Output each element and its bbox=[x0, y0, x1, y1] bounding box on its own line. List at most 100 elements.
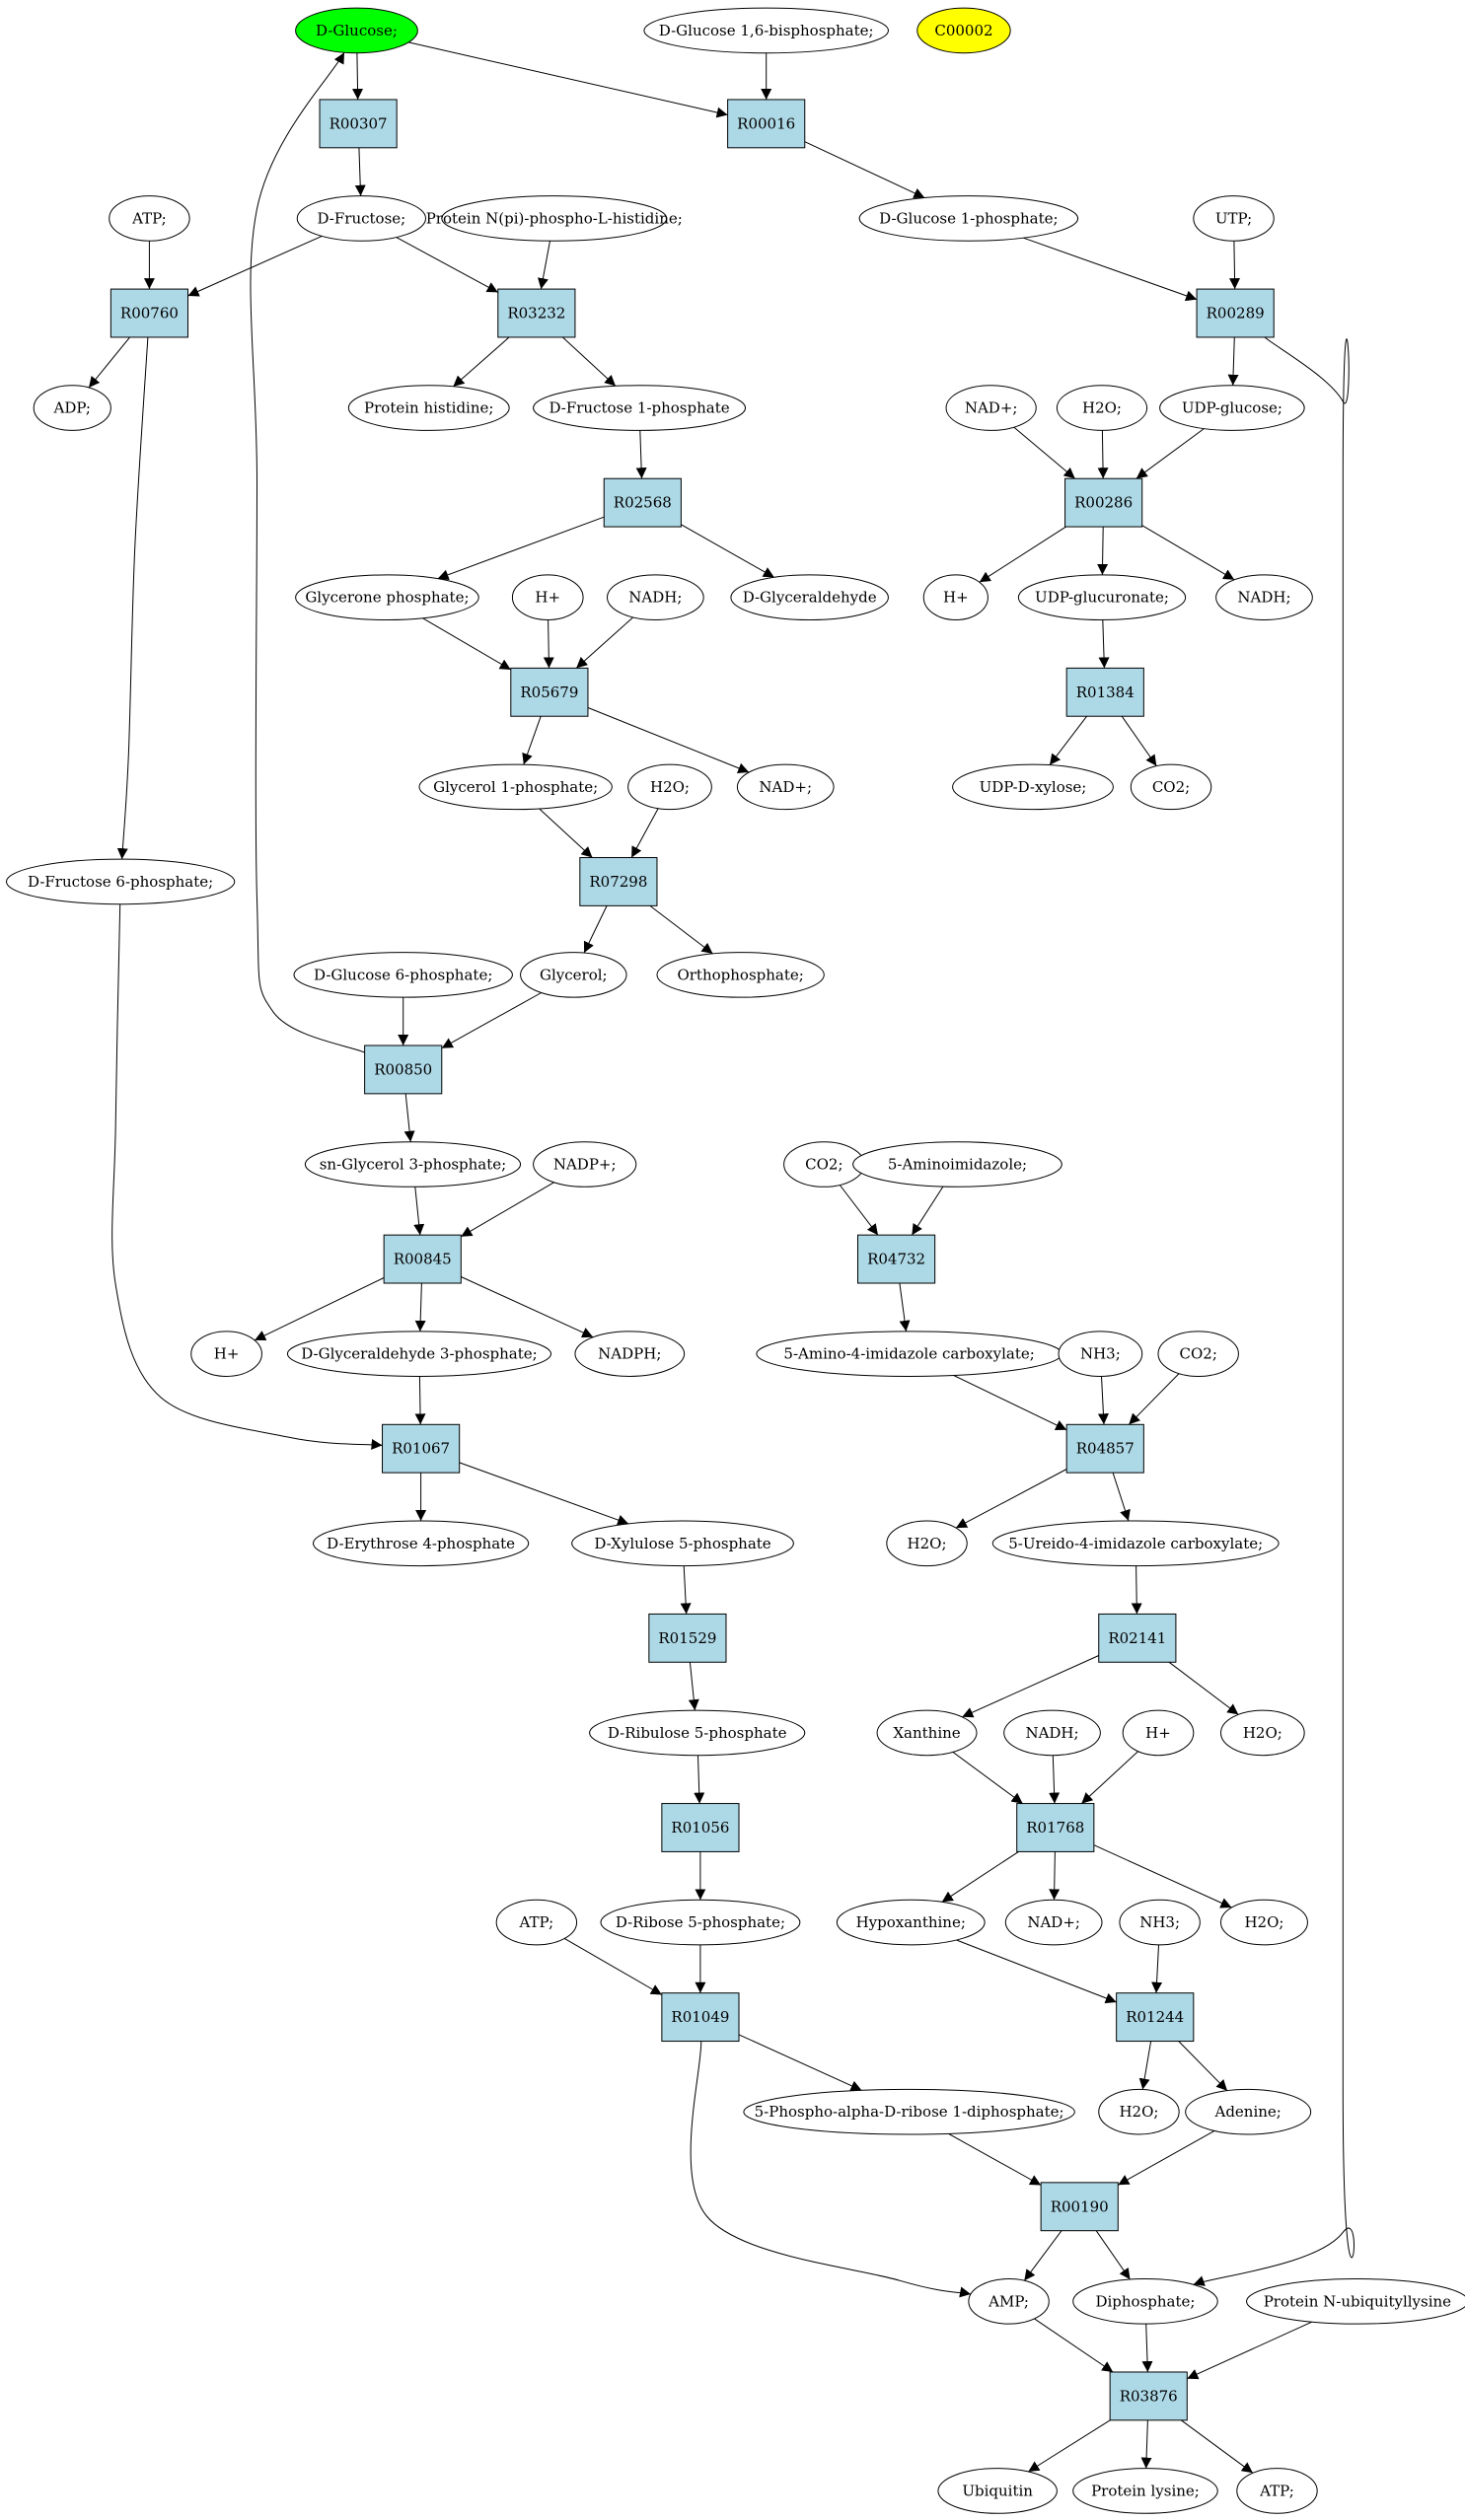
compound-node-co2a[interactable]: CO2; bbox=[1130, 763, 1212, 811]
compound-node-utp[interactable]: UTP; bbox=[1193, 195, 1275, 242]
reaction-node-R01244[interactable]: R01244 bbox=[1116, 1992, 1195, 2043]
reaction-node-R03232[interactable]: R03232 bbox=[497, 288, 576, 338]
compound-node-ga3p[interactable]: D-Glyceraldehyde 3-phosphate; bbox=[286, 1331, 552, 1377]
compound-node-glyceroneP[interactable]: Glycerone phosphate; bbox=[295, 574, 479, 621]
compound-node-ubiquitin[interactable]: Ubiquitin bbox=[937, 2468, 1058, 2514]
reaction-label: R04857 bbox=[1076, 1440, 1135, 1458]
compound-node-co2c[interactable]: CO2; bbox=[1157, 1331, 1239, 1377]
reaction-node-R00307[interactable]: R00307 bbox=[319, 99, 398, 149]
compound-node-glycerol[interactable]: Glycerol; bbox=[520, 952, 627, 998]
compound-node-hplus1[interactable]: H+ bbox=[511, 574, 584, 621]
compound-node-aminoimid[interactable]: 5-Aminoimidazole; bbox=[852, 1141, 1062, 1188]
compound-node-nadph[interactable]: NADPH; bbox=[574, 1331, 686, 1377]
compound-node-aicarbox[interactable]: 5-Amino-4-imidazole carboxylate; bbox=[756, 1331, 1062, 1377]
reaction-node-R00286[interactable]: R00286 bbox=[1064, 477, 1143, 528]
reaction-node-R02141[interactable]: R02141 bbox=[1098, 1613, 1177, 1663]
reaction-node-R00016[interactable]: R00016 bbox=[727, 99, 806, 149]
compound-node-xu5p[interactable]: D-Xylulose 5-phosphate bbox=[571, 1520, 794, 1567]
compound-node-nadp[interactable]: NADP+; bbox=[533, 1141, 637, 1188]
reaction-box bbox=[661, 1992, 740, 2043]
compound-node-glycerol1p[interactable]: Glycerol 1-phosphate; bbox=[418, 763, 613, 811]
compound-node-h2o2[interactable]: H2O; bbox=[627, 763, 712, 811]
compound-node-h2o3[interactable]: H2O; bbox=[886, 1520, 968, 1567]
compound-node-hplus2[interactable]: H+ bbox=[922, 574, 989, 621]
compound-node-ru5p[interactable]: D-Ribulose 5-phosphate bbox=[589, 1709, 806, 1757]
reaction-node-R01056[interactable]: R01056 bbox=[661, 1803, 740, 1852]
compound-node-udpxyl[interactable]: UDP-D-xylose; bbox=[952, 763, 1114, 811]
compound-node-h2o6[interactable]: H2O; bbox=[1098, 2088, 1180, 2135]
compound-node-orthoP[interactable]: Orthophosphate; bbox=[656, 952, 825, 998]
compound-node-snGly3p[interactable]: sn-Glycerol 3-phosphate; bbox=[304, 1141, 522, 1188]
compound-node-udpglcA[interactable]: UDP-glucuronate; bbox=[1017, 574, 1187, 621]
compound-node-xanthine[interactable]: Xanthine bbox=[876, 1709, 978, 1757]
compound-node-nadh3[interactable]: NADH; bbox=[1003, 1709, 1101, 1757]
compound-node-protLys[interactable]: Protein lysine; bbox=[1072, 2468, 1218, 2514]
reaction-node-R01384[interactable]: R01384 bbox=[1065, 667, 1144, 717]
compound-node-h2o1[interactable]: H2O; bbox=[1056, 385, 1148, 431]
compound-node-adenine[interactable]: Adenine; bbox=[1185, 2088, 1312, 2135]
compound-node-nh3b[interactable]: NH3; bbox=[1119, 1899, 1201, 1946]
compound-node-protNubq[interactable]: Protein N-ubiquityllysine bbox=[1246, 2278, 1465, 2325]
compound-node-nh3a[interactable]: NH3; bbox=[1058, 1331, 1143, 1377]
compound-node-nadh1[interactable]: NADH; bbox=[606, 574, 704, 621]
reaction-node-R04857[interactable]: R04857 bbox=[1065, 1423, 1144, 1474]
compound-label: ATP; bbox=[131, 209, 167, 227]
compound-node-e4p[interactable]: D-Erythrose 4-phosphate bbox=[313, 1520, 530, 1567]
compound-node-co2b[interactable]: CO2; bbox=[783, 1141, 865, 1188]
compound-node-glucose[interactable]: D-Glucose; bbox=[295, 7, 418, 54]
compound-node-glc16bp[interactable]: D-Glucose 1,6-bisphosphate; bbox=[643, 7, 889, 54]
reaction-node-R01768[interactable]: R01768 bbox=[1016, 1803, 1095, 1852]
reaction-node-R01049[interactable]: R01049 bbox=[661, 1992, 740, 2043]
compound-node-glc6p[interactable]: D-Glucose 6-phosphate; bbox=[293, 952, 513, 998]
reaction-node-R00289[interactable]: R00289 bbox=[1196, 288, 1275, 338]
reaction-label: R00289 bbox=[1207, 305, 1265, 323]
edge-R00016-to-glc1p bbox=[804, 141, 925, 199]
reaction-label: R07298 bbox=[589, 873, 647, 891]
compound-node-atp2[interactable]: ATP; bbox=[495, 1899, 578, 1946]
compound-node-hplus3[interactable]: H+ bbox=[190, 1331, 262, 1377]
compound-node-glc1p[interactable]: D-Glucose 1-phosphate; bbox=[858, 195, 1079, 242]
reaction-node-R02568[interactable]: R02568 bbox=[603, 477, 682, 528]
compound-label: D-Xylulose 5-phosphate bbox=[594, 1535, 770, 1552]
compound-node-h2o4[interactable]: H2O; bbox=[1220, 1709, 1305, 1757]
compound-node-hplus4[interactable]: H+ bbox=[1122, 1709, 1195, 1757]
compound-node-fructose[interactable]: D-Fructose; bbox=[296, 195, 426, 242]
edge-R00760-to-adp bbox=[88, 336, 130, 389]
compound-node-fru6p[interactable]: D-Fructose 6-phosphate; bbox=[6, 858, 236, 905]
compound-node-atp1[interactable]: ATP; bbox=[109, 195, 190, 242]
compound-node-nad2[interactable]: NAD+; bbox=[736, 763, 835, 811]
reaction-node-R01529[interactable]: R01529 bbox=[648, 1613, 727, 1663]
reaction-node-R01067[interactable]: R01067 bbox=[382, 1423, 461, 1474]
reaction-node-R00845[interactable]: R00845 bbox=[383, 1234, 462, 1284]
compound-node-udpglc[interactable]: UDP-glucose; bbox=[1159, 385, 1305, 431]
compound-node-glyald[interactable]: D-Glyceraldehyde bbox=[730, 574, 889, 621]
compound-node-diphos[interactable]: Diphosphate; bbox=[1072, 2278, 1218, 2325]
reaction-label: R00850 bbox=[374, 1060, 432, 1078]
reaction-node-R05679[interactable]: R05679 bbox=[510, 667, 589, 717]
compound-node-atp3[interactable]: ATP; bbox=[1236, 2468, 1318, 2514]
reaction-node-R00190[interactable]: R00190 bbox=[1040, 2182, 1119, 2232]
compound-node-hypox[interactable]: Hypoxanthine; bbox=[836, 1899, 986, 1946]
edge-R02141-to-xanthine bbox=[962, 1655, 1100, 1718]
reaction-label: R01529 bbox=[658, 1629, 716, 1647]
compound-node-nad1[interactable]: NAD+; bbox=[945, 385, 1037, 431]
reaction-node-R04732[interactable]: R04732 bbox=[857, 1234, 936, 1284]
compound-node-ureido[interactable]: 5-Ureido-4-imidazole carboxylate; bbox=[991, 1520, 1280, 1567]
compound-node-c00002[interactable]: C00002 bbox=[916, 7, 1011, 54]
reaction-node-R07298[interactable]: R07298 bbox=[579, 857, 658, 906]
compound-node-prpp[interactable]: 5-Phospho-alpha-D-ribose 1-diphosphate; bbox=[743, 2088, 1075, 2135]
compound-node-fru1p[interactable]: D-Fructose 1-phosphate bbox=[533, 385, 747, 431]
compound-node-nadh2[interactable]: NADH; bbox=[1215, 574, 1313, 621]
reaction-node-R03876[interactable]: R03876 bbox=[1109, 2371, 1188, 2421]
compound-node-r5p[interactable]: D-Ribose 5-phosphate; bbox=[600, 1899, 801, 1946]
edge-R04857-to-ureido bbox=[1112, 1472, 1131, 1522]
reaction-node-R00760[interactable]: R00760 bbox=[110, 288, 189, 338]
compound-node-protNpi[interactable]: Protein N(pi)-phospho-L-histidine; bbox=[426, 195, 683, 242]
compound-node-amp[interactable]: AMP; bbox=[968, 2278, 1050, 2325]
compound-node-h2o5[interactable]: H2O; bbox=[1220, 1899, 1308, 1946]
compound-ellipse bbox=[33, 385, 111, 431]
compound-node-nad3[interactable]: NAD+; bbox=[1004, 1899, 1103, 1946]
compound-node-adp[interactable]: ADP; bbox=[33, 385, 111, 431]
reaction-node-R00850[interactable]: R00850 bbox=[364, 1044, 443, 1095]
compound-node-protHis[interactable]: Protein histidine; bbox=[347, 385, 510, 431]
